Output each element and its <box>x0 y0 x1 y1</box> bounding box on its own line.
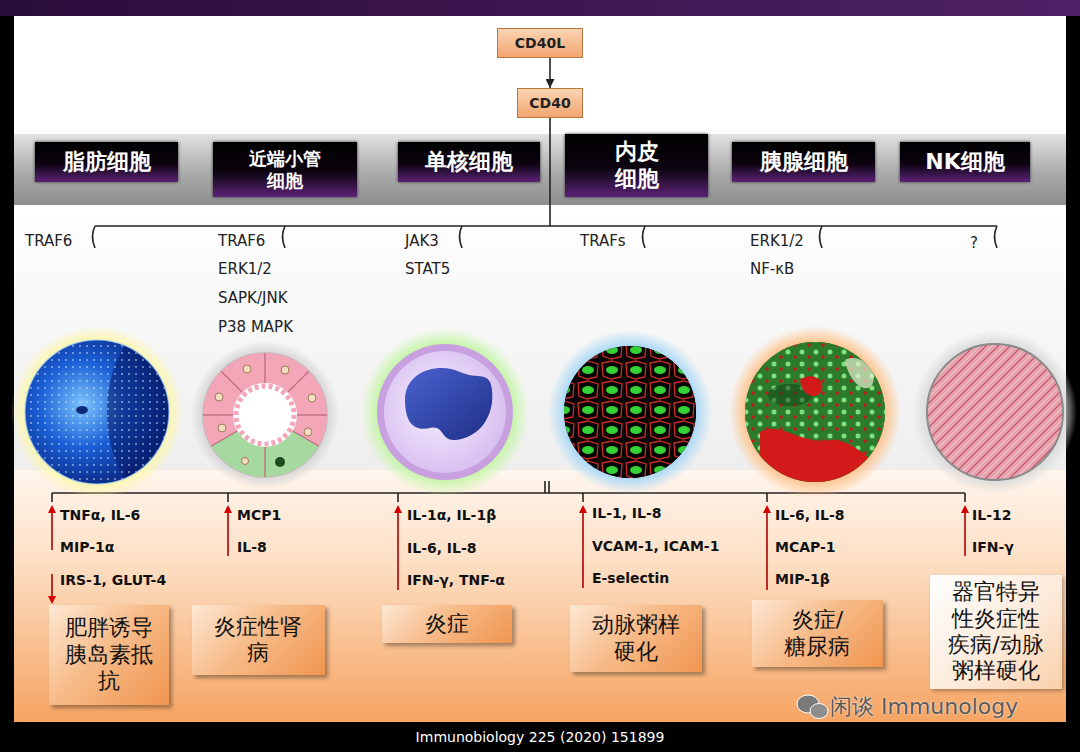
disease-box: 炎症性肾 病 <box>192 605 325 675</box>
cytokine-label: IL-1, IL-8 <box>592 505 662 522</box>
node-text: 炎症/ 糖尿病 <box>766 607 869 660</box>
disease-box: 肥胖诱导 胰岛素抵 抗 <box>49 605 169 705</box>
cytokine-label: MCAP-1 <box>775 539 836 556</box>
cell-type-box: 脂肪细胞 <box>35 142 178 182</box>
signaling-molecule: ERK1/2 <box>218 260 272 278</box>
cell-type-box: 胰腺细胞 <box>732 142 875 182</box>
disease-box: 器官特异 性炎症性 疾病/动脉 粥样硬化 <box>930 575 1062 689</box>
signaling-molecule: ERK1/2 <box>750 232 804 250</box>
monocyte-image <box>361 328 529 496</box>
node-text: CD40L <box>515 35 565 52</box>
disease-box: 炎症/ 糖尿病 <box>752 600 883 667</box>
cytokine-label: MCP1 <box>237 507 281 524</box>
disease-box: 动脉粥样 硬化 <box>570 605 702 672</box>
tubule-image <box>191 341 339 489</box>
signaling-molecule: P38 MAPK <box>218 318 293 336</box>
cytokine-label: IL-1α, IL-1β <box>407 507 496 524</box>
endothelium-image <box>548 330 712 494</box>
cytokine-label: VCAM-1, ICAM-1 <box>592 538 719 555</box>
pancreas-image <box>729 326 901 498</box>
adipocyte-image <box>11 326 197 498</box>
cytokine-label: MIP-1α <box>60 539 114 556</box>
cytokine-label: IFN-γ, TNF-α <box>407 572 505 589</box>
node-text: 动脉粥样 硬化 <box>584 612 687 665</box>
signaling-molecule: JAK3 <box>405 232 439 250</box>
cell-type-box: NK细胞 <box>900 142 1030 182</box>
cytokine-label: E-selectin <box>592 570 669 587</box>
citation-caption: Immunobiology 225 (2020) 151899 <box>0 729 1080 745</box>
cytokine-label: IL-6, IL-8 <box>407 540 477 557</box>
signaling-molecule: TRAFs <box>580 232 626 250</box>
node-text: 单核细胞 <box>425 149 513 175</box>
ligand-box: CD40L <box>497 28 583 58</box>
node-text: 近端小管 细胞 <box>240 148 330 191</box>
cytokine-label: MIP-1β <box>775 571 830 588</box>
node-text: CD40 <box>529 95 570 112</box>
node-text: 肥胖诱导 胰岛素抵 抗 <box>57 615 160 694</box>
signaling-molecule: ? <box>970 234 978 252</box>
cytokine-label: IRS-1, GLUT-4 <box>60 572 166 589</box>
node-text: 内皮 细胞 <box>604 139 670 192</box>
signaling-molecule: TRAF6 <box>218 232 265 250</box>
cytokine-label: IFN-γ <box>972 539 1014 556</box>
cytokine-label: IL-8 <box>237 539 267 556</box>
wechat-icon <box>797 695 828 719</box>
signaling-molecule: STAT5 <box>405 260 450 278</box>
receptor-box: CD40 <box>517 88 583 118</box>
pathway-lines <box>52 118 997 502</box>
node-text: 脂肪细胞 <box>63 149 151 175</box>
cytokine-label: IL-12 <box>972 507 1011 524</box>
node-text: 炎症 <box>425 611 469 637</box>
cell-type-box: 内皮 细胞 <box>565 134 708 197</box>
cytokine-label: IL-6, IL-8 <box>775 507 845 524</box>
signaling-molecule: SAPK/JNK <box>218 289 287 307</box>
cell-type-box: 近端小管 细胞 <box>213 142 357 197</box>
signal-arrow <box>549 58 551 88</box>
watermark: 闲谈 Immunology <box>830 694 1018 720</box>
node-text: NK细胞 <box>925 149 1004 175</box>
signaling-molecule: TRAF6 <box>25 232 72 250</box>
disease-box: 炎症 <box>382 605 512 643</box>
cytokine-label: TNFα, IL-6 <box>60 507 140 524</box>
node-text: 器官特异 性炎症性 疾病/动脉 粥样硬化 <box>944 579 1047 685</box>
signaling-molecule: NF-κB <box>750 260 794 278</box>
cell-type-box: 单核细胞 <box>398 142 540 182</box>
node-text: 炎症性肾 病 <box>207 614 310 667</box>
nk-cell-image <box>913 330 1077 494</box>
node-text: 胰腺细胞 <box>760 149 848 175</box>
